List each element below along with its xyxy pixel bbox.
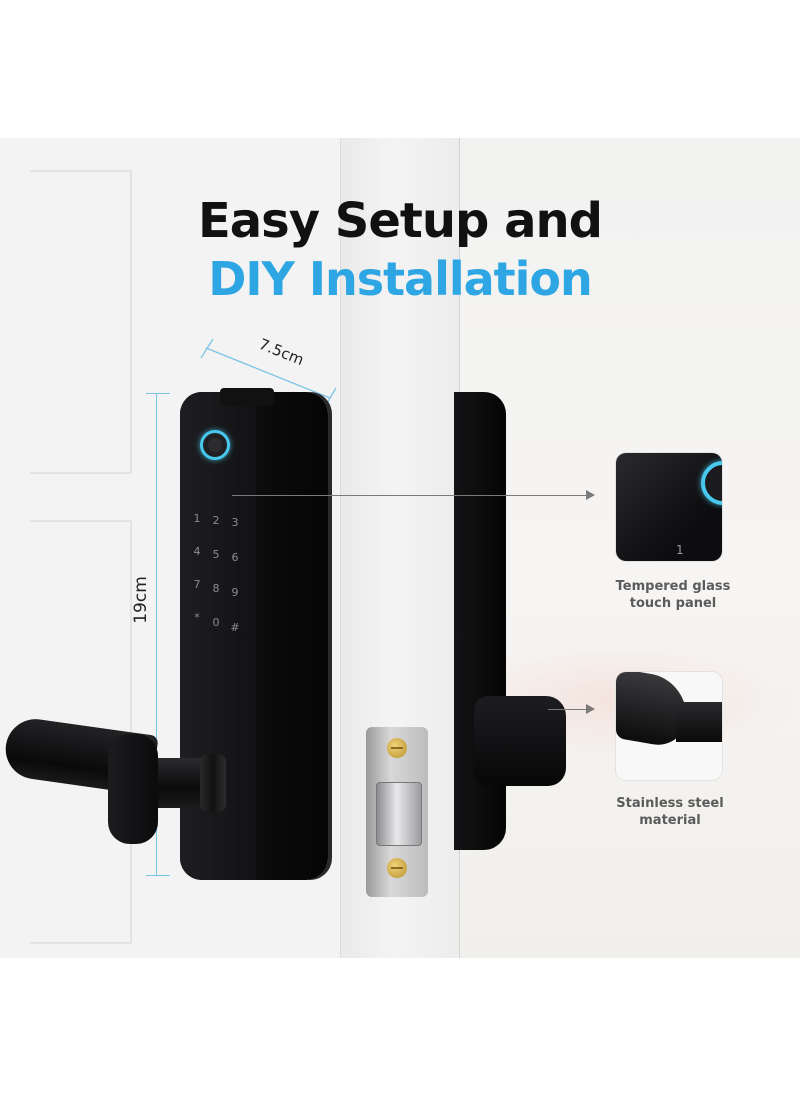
caption-steel: Stainless steel material [590, 795, 750, 829]
keypad-key: # [230, 621, 240, 634]
steel-handle-closeup [616, 672, 722, 780]
height-tick-top [146, 393, 170, 394]
fingerprint-sensor-icon [200, 430, 230, 460]
caption-steel-line-1: Stainless steel [616, 796, 724, 811]
caption-glass: Tempered glass touch panel [593, 578, 753, 612]
callout-arrow-glass [586, 490, 595, 500]
back-lever [474, 696, 566, 786]
latch-screw-top [387, 738, 407, 758]
caption-glass-line-2: touch panel [629, 596, 717, 611]
keypad-key: 8 [212, 582, 220, 595]
caption-glass-line-1: Tempered glass [615, 579, 731, 594]
closeup-key-digit: 1 [676, 543, 684, 557]
glass-panel-closeup: 1 [616, 453, 722, 561]
door-molding-top [30, 170, 132, 474]
height-tick-bottom [146, 875, 170, 876]
latch-bolt [376, 782, 422, 846]
fingerprint-closeup-icon [701, 461, 722, 505]
keypad-key: 9 [231, 586, 239, 599]
headline-line-2: DIY Installation [208, 252, 593, 306]
keypad-key: * [194, 611, 200, 624]
lock-top-notch [220, 388, 274, 406]
headline-line-1: Easy Setup and [198, 193, 603, 249]
height-label: 19cm [131, 576, 151, 624]
callout-arrow-steel [586, 704, 595, 714]
keypad-key: 0 [212, 616, 220, 629]
callout-line-steel [548, 709, 588, 710]
keypad-key: 3 [231, 516, 239, 529]
closeup-handle-neck [676, 702, 722, 742]
keypad-key: 6 [231, 551, 239, 564]
keypad-key: 7 [193, 578, 201, 591]
latch-screw-bottom [387, 858, 407, 878]
callout-line-glass [232, 495, 587, 496]
keypad-key: 1 [193, 512, 201, 525]
height-dimension-line [156, 393, 157, 875]
lever-handle-end [108, 734, 158, 844]
caption-steel-line-2: material [639, 813, 701, 828]
keypad-key: 2 [212, 514, 220, 527]
handle-collar [200, 754, 226, 812]
keypad-key: 5 [212, 548, 220, 561]
keypad-key: 4 [193, 545, 201, 558]
